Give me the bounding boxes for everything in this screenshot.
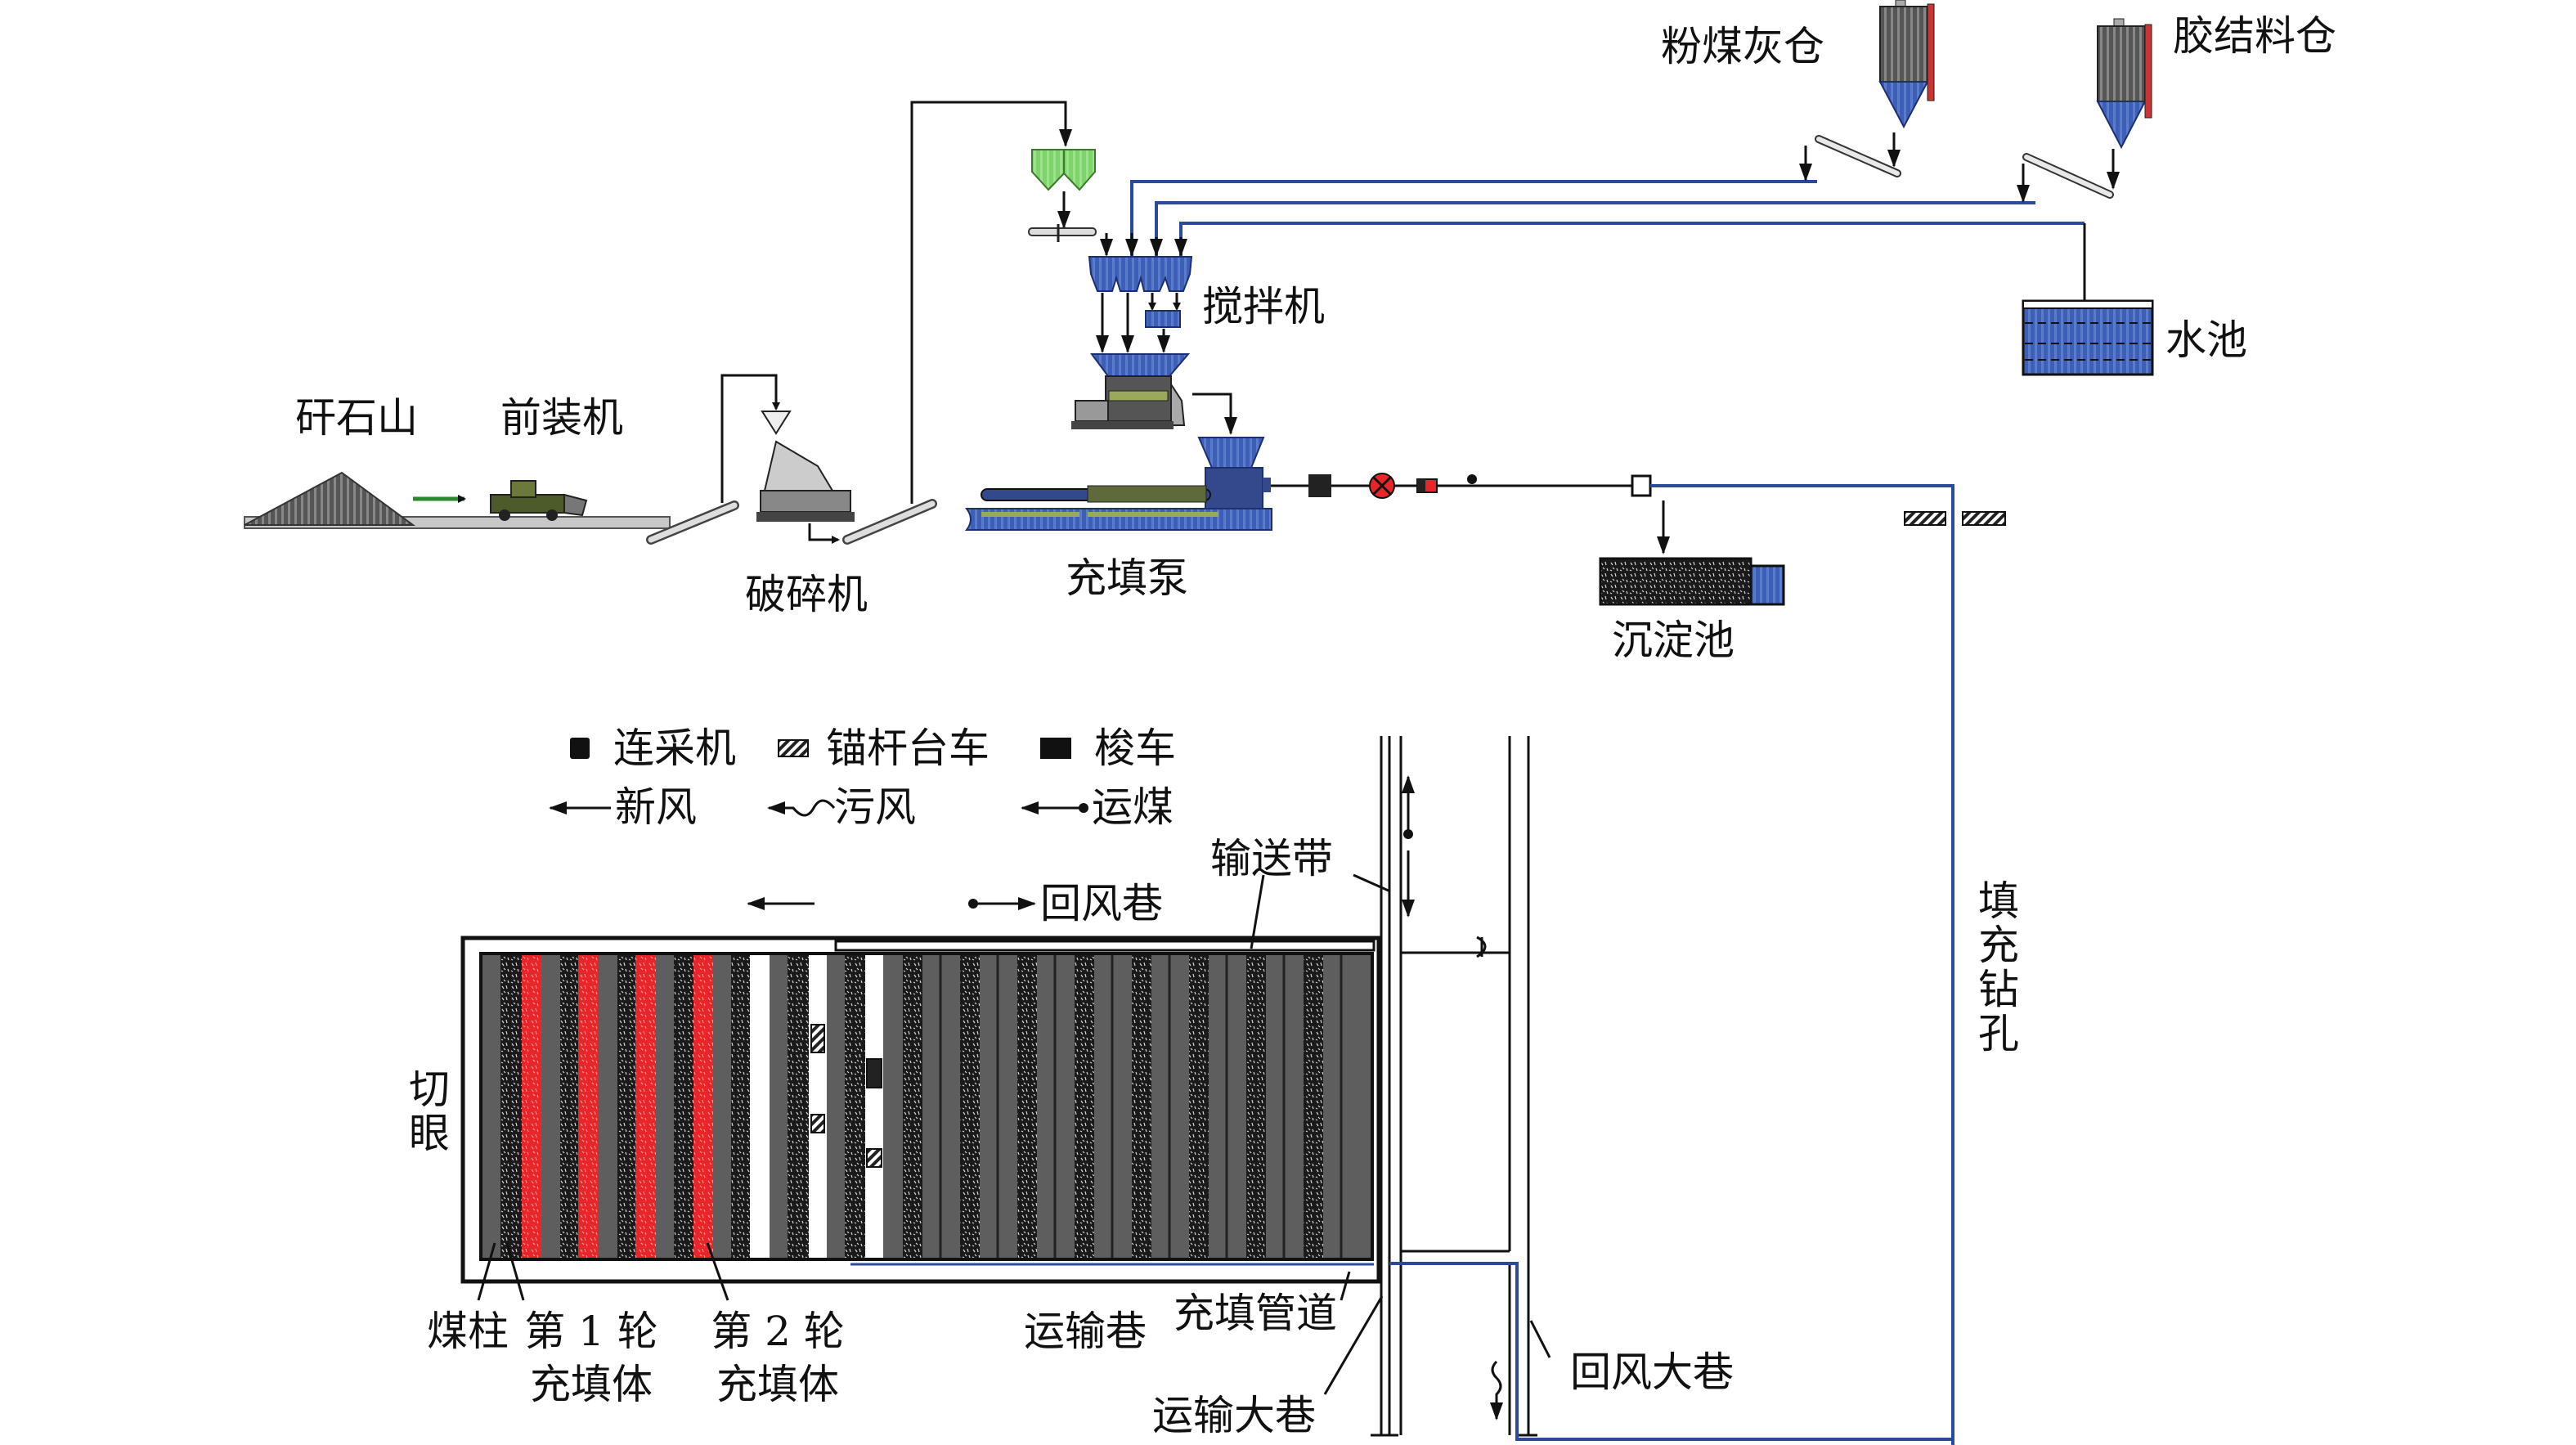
legend-continuous-miner: 连采机 bbox=[613, 725, 736, 772]
backfill-strip bbox=[635, 955, 656, 1258]
valve-icon bbox=[1369, 473, 1395, 499]
label-round1-line2: 充填体 bbox=[530, 1361, 653, 1408]
hatched-seal-2 bbox=[1962, 511, 2006, 526]
label-main-haulage-roadway: 运输大巷 bbox=[1152, 1392, 1316, 1439]
coal-strip bbox=[500, 955, 522, 1258]
bolter-icon bbox=[810, 1024, 825, 1053]
feed-line-crusher bbox=[720, 374, 780, 503]
label-crusher: 破碎机 bbox=[745, 571, 868, 618]
mining-panel bbox=[460, 936, 1381, 1284]
label-open-off-cut: 切眼 bbox=[402, 1067, 450, 1156]
coal-strip bbox=[1246, 955, 1266, 1258]
feed-line-hopper bbox=[910, 101, 1072, 504]
label-fly-ash-silo: 粉煤灰仓 bbox=[1661, 23, 1824, 70]
mixer-icon bbox=[1071, 353, 1191, 429]
bolter-legend-icon bbox=[778, 739, 809, 757]
label-water-tank: 水池 bbox=[2165, 316, 2247, 364]
label-gangue-pile: 矸石山 bbox=[295, 394, 418, 442]
backfill-strip bbox=[522, 955, 541, 1258]
settling-tank-icon bbox=[1599, 557, 1785, 606]
gangue-pile bbox=[244, 471, 671, 529]
main-roadways bbox=[1371, 736, 1537, 1437]
pipeline-to-borehole bbox=[1389, 1262, 1953, 1441]
coal-strip bbox=[731, 955, 750, 1258]
coal-strip bbox=[1304, 955, 1323, 1258]
coal-transport-arrow-icon bbox=[1021, 801, 1088, 814]
label-round2-line1: 第 2 轮 bbox=[711, 1308, 845, 1355]
coal-strip bbox=[960, 955, 980, 1258]
feeder-belt-icon bbox=[1028, 224, 1097, 242]
air-door-icon bbox=[1476, 936, 1487, 958]
borehole-pipe bbox=[1650, 484, 1954, 1445]
coal-strip bbox=[788, 955, 809, 1258]
shuttle-car-icon bbox=[866, 1148, 882, 1168]
label-haulage-roadway: 运输巷 bbox=[1024, 1308, 1147, 1355]
legend-fresh-air: 新风 bbox=[615, 783, 697, 831]
binder-silo-icon bbox=[2096, 18, 2152, 150]
label-return-roadway: 回风巷 bbox=[1040, 880, 1163, 927]
label-coal-pillar: 煤柱 bbox=[427, 1308, 509, 1355]
fly-ash-silo-icon bbox=[1878, 0, 1935, 129]
crusher-discharge bbox=[808, 523, 840, 544]
mined-entry bbox=[750, 955, 770, 1258]
binder-line bbox=[1155, 201, 2035, 256]
flow-meter-icon bbox=[1308, 474, 1331, 497]
label-front-loader: 前装机 bbox=[500, 394, 623, 442]
legend-coal-transport: 运煤 bbox=[1092, 783, 1174, 831]
water-line bbox=[1179, 222, 2085, 256]
backfill-strip bbox=[578, 955, 598, 1258]
foul-air-arrow-icon bbox=[767, 799, 836, 817]
coal-strip bbox=[903, 955, 922, 1258]
bidirectional-transport-arrow bbox=[1402, 775, 1415, 918]
return-air-arrow-main bbox=[1490, 1360, 1503, 1420]
hatched-seal-1 bbox=[1904, 511, 1946, 526]
legend-foul-air: 污风 bbox=[834, 783, 916, 831]
fly-ash-line bbox=[1130, 180, 1817, 256]
coal-strip bbox=[674, 955, 693, 1258]
label-filling-borehole: 填充钻孔 bbox=[1972, 879, 2019, 1056]
backfill-strip bbox=[693, 955, 713, 1258]
pressure-gauge-icon bbox=[1416, 478, 1438, 493]
coal-strip bbox=[845, 955, 865, 1258]
label-settling-tank: 沉淀池 bbox=[1612, 617, 1735, 664]
coal-strip bbox=[1189, 955, 1209, 1258]
conveyor-belt bbox=[834, 940, 1376, 952]
coal-strip bbox=[560, 955, 578, 1258]
label-round1-line1: 第 1 轮 bbox=[524, 1308, 658, 1355]
front-loader-icon bbox=[490, 480, 588, 521]
three-way-valve-icon bbox=[1631, 474, 1652, 497]
return-air-arrow-icon bbox=[968, 897, 1036, 910]
coal-strip bbox=[617, 955, 635, 1258]
crusher-icon bbox=[756, 411, 855, 522]
label-binder-silo: 胶结料仓 bbox=[2173, 12, 2336, 60]
label-filling-pump: 充填泵 bbox=[1066, 554, 1188, 602]
mixer-discharge bbox=[1192, 393, 1237, 435]
coal-strip bbox=[1132, 955, 1151, 1258]
label-conveyor-belt: 输送带 bbox=[1210, 835, 1333, 882]
label-filling-pipeline: 充填管道 bbox=[1174, 1290, 1337, 1337]
filling-pump-icon bbox=[964, 437, 1272, 531]
mined-entry bbox=[865, 955, 883, 1258]
coal-strip bbox=[1075, 955, 1094, 1258]
water-meter-icon bbox=[1145, 310, 1181, 328]
leader-lines bbox=[477, 873, 1551, 1395]
sensor-icon bbox=[1467, 474, 1477, 484]
legend-shuttle-car: 梭车 bbox=[1094, 725, 1176, 772]
mined-entry bbox=[809, 955, 827, 1258]
water-tank-icon bbox=[2022, 299, 2154, 376]
label-main-return-roadway: 回风大巷 bbox=[1570, 1349, 1734, 1396]
shuttle-car-legend-icon bbox=[1040, 738, 1071, 759]
label-mixer: 搅拌机 bbox=[1202, 283, 1325, 330]
shuttle-car-icon bbox=[810, 1114, 825, 1133]
continuous-miner-icon bbox=[866, 1058, 882, 1088]
label-round2-line2: 充填体 bbox=[716, 1361, 839, 1408]
legend-bolter: 锚杆台车 bbox=[826, 725, 990, 772]
gangue-hopper-icon bbox=[1031, 149, 1096, 191]
batching-hoppers-icon bbox=[1088, 256, 1193, 292]
continuous-miner-legend-icon bbox=[570, 738, 590, 759]
coal-strip bbox=[1017, 955, 1037, 1258]
